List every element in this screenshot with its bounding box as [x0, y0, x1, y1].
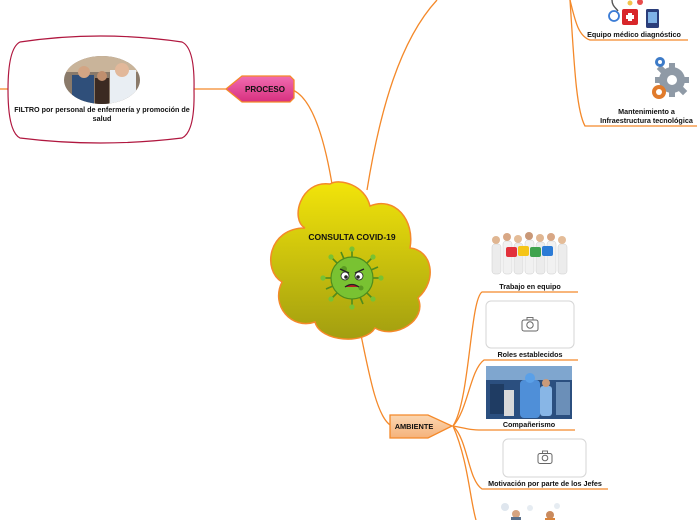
ambiente-node[interactable]: AMBIENTE [389, 414, 454, 439]
roles-image-placeholder [485, 300, 575, 349]
connector-central-to-ambiente [359, 329, 393, 427]
motivacion-image-placeholder [502, 438, 587, 478]
bottom-partial-photo [501, 503, 560, 520]
connector-ambiente-trabajo [452, 291, 578, 427]
equipo-medico-label: Equipo médico diagnóstico [587, 30, 681, 39]
trabajo-photo [491, 232, 568, 275]
virus-icon [320, 246, 384, 310]
motivacion-label: Motivación por parte de los Jefes [488, 479, 602, 488]
camera-icon [521, 317, 539, 332]
filtro-node[interactable] [7, 35, 195, 144]
ambiente-label: AMBIENTE [395, 422, 434, 431]
proceso-label: PROCESO [245, 85, 285, 94]
connector-ambiente-companerismo [452, 425, 575, 431]
camera-icon [537, 450, 553, 464]
central-title: CONSULTA COVID-19 [308, 232, 395, 242]
connector-central-to-top [366, 0, 438, 191]
medical-equipment-icon [608, 0, 659, 28]
filtro-label: FILTRO por personal de enfermería y prom… [14, 105, 190, 123]
trabajo-equipo-label: Trabajo en equipo [499, 282, 561, 291]
connector-right-top-1 [569, 0, 688, 41]
gears-icon [652, 57, 689, 99]
proceso-node[interactable]: PROCESO [224, 75, 295, 103]
connector-central-to-proceso [289, 88, 334, 191]
roles-label: Roles establecidos [497, 350, 563, 359]
mantenimiento-label: Mantenimiento a Infraestructura tecnológ… [600, 108, 693, 125]
connector-right-top-2 [569, 0, 697, 127]
connector-ambiente-motivacion [452, 425, 608, 490]
connector-ambiente-bottom [452, 425, 477, 520]
companerismo-photo [486, 366, 572, 419]
companerismo-label: Compañerismo [502, 420, 556, 429]
filtro-photo [64, 56, 140, 104]
connector-ambiente-roles [452, 359, 578, 427]
